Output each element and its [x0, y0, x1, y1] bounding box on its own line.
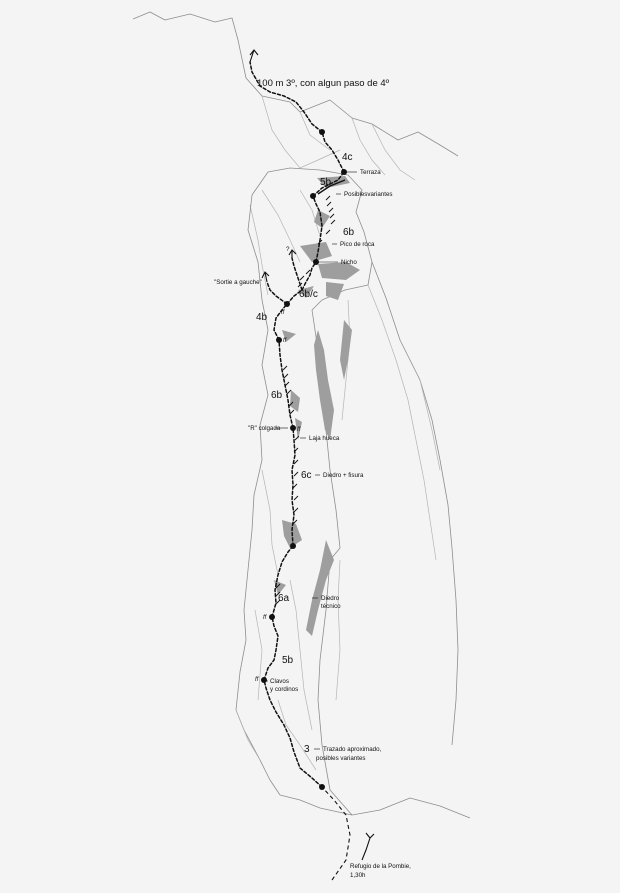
approach-arrow-icon [361, 832, 375, 861]
note-pico: Pico de roca [340, 241, 375, 248]
pin-mark: ff [263, 615, 268, 621]
note-refugio-1: Refugio de la Pombie, [350, 863, 411, 870]
grade-pitch-10: 4c [342, 152, 353, 163]
belay-dot [310, 193, 316, 199]
pin-mark: ff [281, 310, 286, 316]
upper-buttress [267, 167, 373, 311]
route-line [249, 49, 346, 788]
approach-path [321, 786, 375, 881]
belay-dot [261, 677, 267, 683]
belay-dot [290, 543, 296, 549]
grade-pitch-1: 3 [304, 744, 310, 755]
belay-dot [276, 337, 282, 343]
leader-lines [262, 171, 357, 750]
header-note: 100 m 3º, con algun paso de 4º [257, 78, 390, 89]
note-question: ? [286, 246, 290, 253]
note-laja: Laja hueca [309, 435, 340, 442]
note-trazado-1: Trazado aproximado, [323, 746, 382, 753]
belay-dot [269, 614, 275, 620]
right-wall [371, 261, 459, 746]
belay-dot [290, 425, 296, 431]
note-nicho: Nicho [341, 259, 357, 266]
base-line [279, 794, 353, 816]
grade-pitch-8: 6b [343, 227, 355, 238]
grade-pitch-4: 6c [301, 470, 312, 481]
belay-dot [313, 259, 319, 265]
belay-dot [319, 129, 325, 135]
left-margin [235, 171, 281, 796]
note-diedro-fisura: Diedro + fisura [323, 472, 364, 479]
summit-ridge [132, 11, 459, 157]
note-refugio-2: 1,30h [350, 872, 366, 879]
belay-dot [341, 169, 347, 175]
central-spur [311, 309, 471, 819]
note-clavos-1: Clavos [270, 678, 289, 685]
grade-pitch-3: 6a [278, 593, 290, 604]
summit-arrow-icon [249, 49, 259, 63]
shaded-features [274, 176, 360, 636]
grade-pitch-7: 6b/c [299, 289, 318, 300]
sortie-arrow-icon [261, 271, 270, 283]
grade-pitch-6: 4b [256, 312, 268, 323]
grade-pitch-2: 5b [282, 655, 294, 666]
note-diedro-tecnico-2: técnico [321, 603, 341, 610]
note-r-colgada: "R" colgada [248, 425, 281, 432]
note-terraza: Terraza [360, 169, 381, 176]
belay-stations [261, 129, 347, 790]
pin-mark: ff [255, 677, 260, 683]
note-trazado-2: posibles variantes [316, 755, 366, 762]
belay-dot [284, 301, 290, 307]
bolt-ticks [275, 195, 336, 605]
question-branch-arrow-icon [288, 249, 297, 258]
note-sortie: "Sortie a gauche" [214, 279, 262, 286]
rock-face-outlines [132, 11, 471, 819]
note-clavos-2: y cordinos [270, 686, 298, 693]
pin-mark: ff [283, 338, 288, 344]
grade-pitch-9: 5b [320, 177, 332, 188]
note-variantes: Posiblesvariantes [344, 191, 393, 198]
belay-dot [319, 784, 325, 790]
pin-mark: ff [297, 427, 302, 433]
note-diedro-tecnico-1: Diedro [321, 595, 340, 602]
grade-pitch-5: 6b [271, 390, 283, 401]
